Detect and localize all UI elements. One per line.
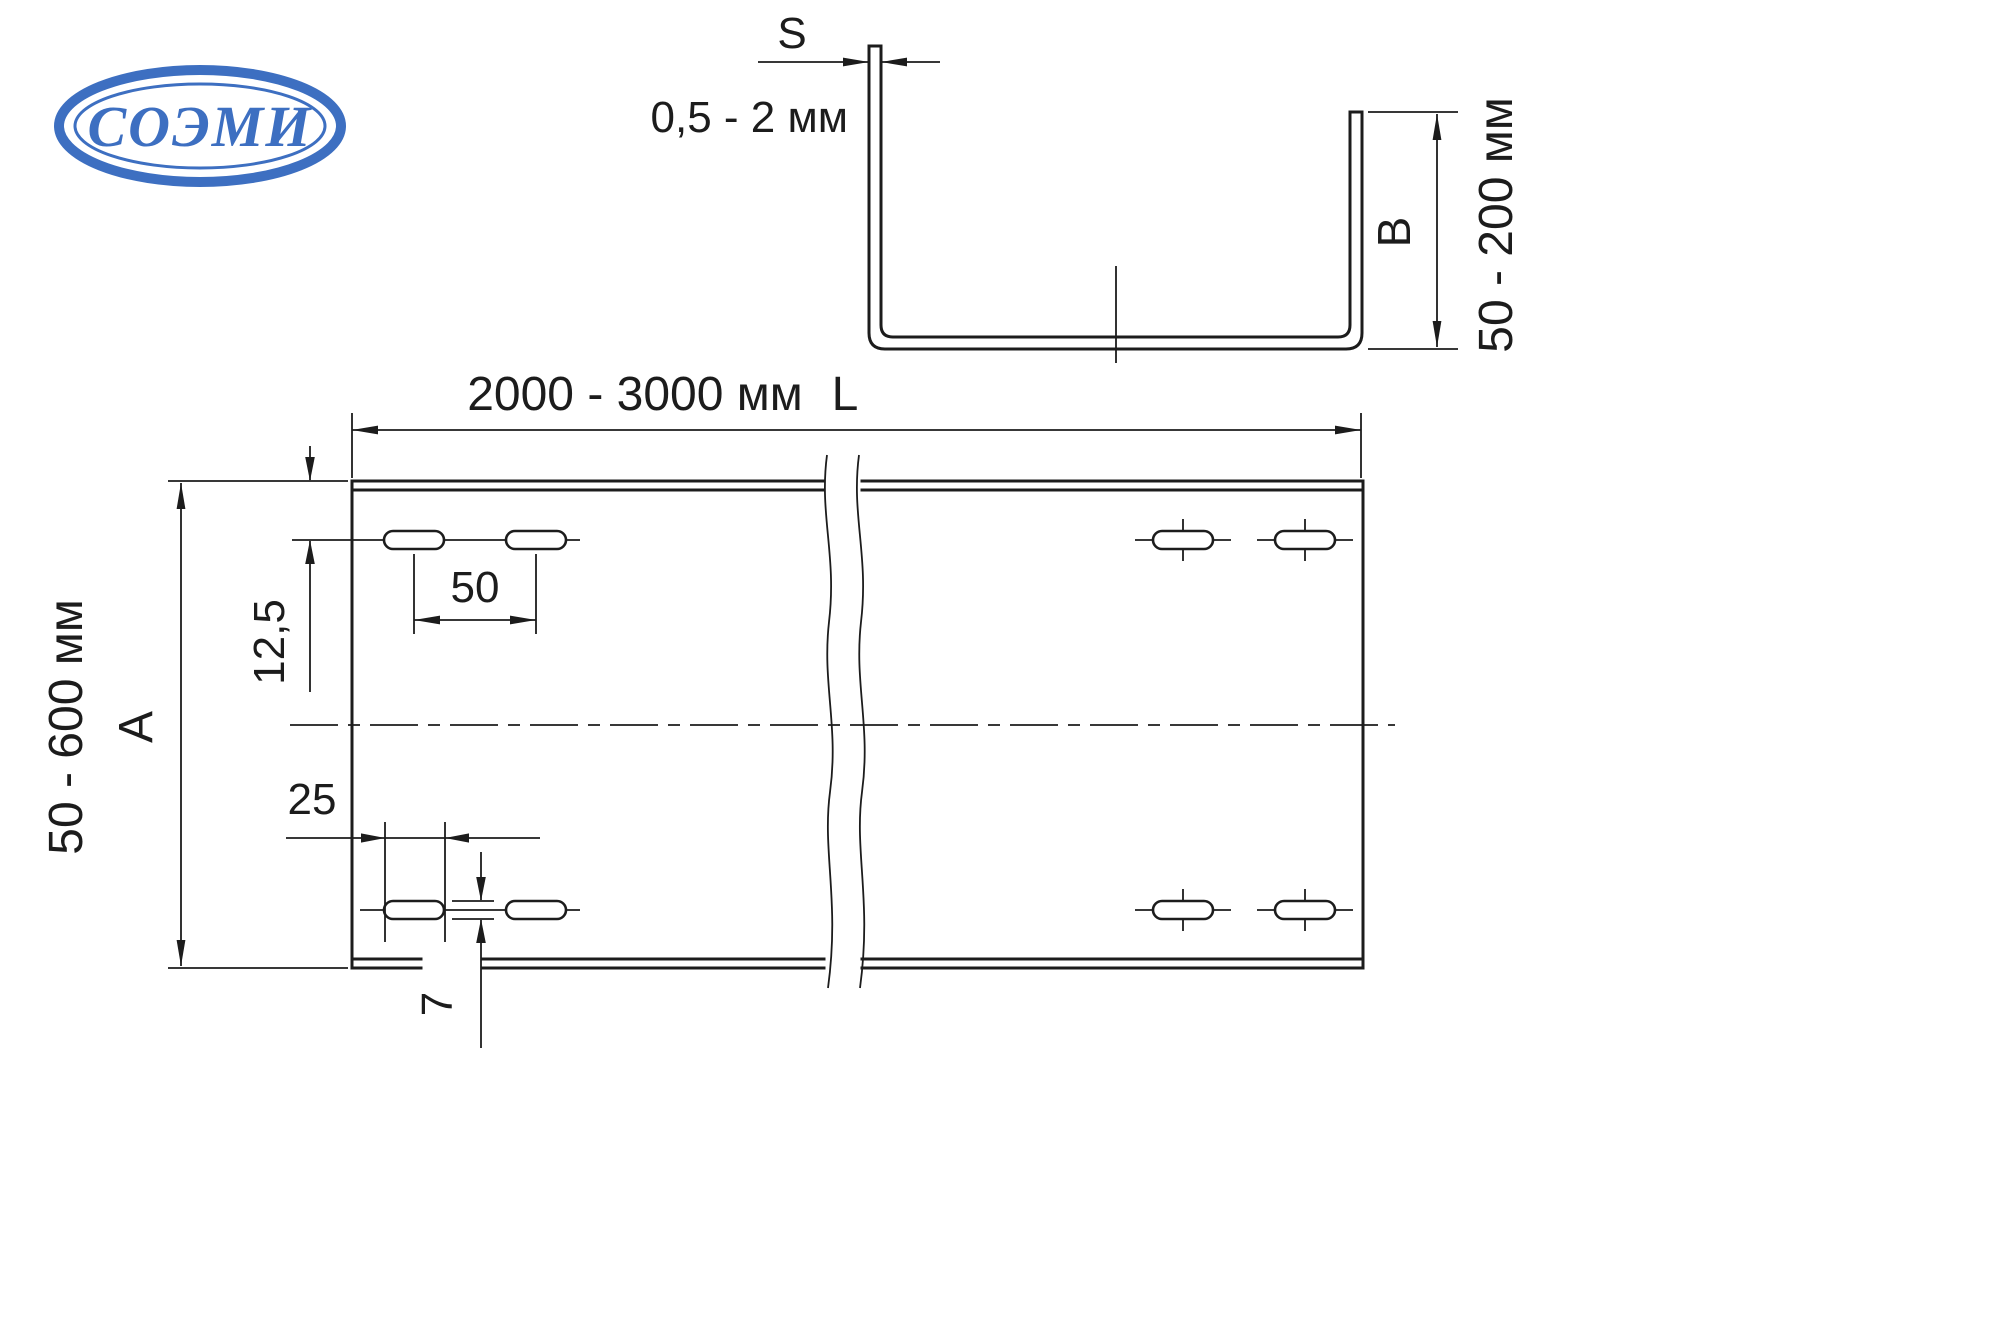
row-offset-arrow-up [305, 540, 315, 564]
pitch-dim-label: 50 [451, 563, 500, 612]
slot-hole [1151, 529, 1215, 551]
slot-hole [504, 529, 568, 551]
dimension-slot-pitch: 50 [413, 554, 537, 634]
slot-hole [1273, 529, 1337, 551]
soemi-logo: СОЭМИ [54, 65, 346, 187]
dimension-height: B 50 - 200 мм [1368, 97, 1523, 353]
group-offset-arrow-right [361, 833, 385, 843]
thickness-range-label: 0,5 - 2 мм [651, 93, 848, 142]
logo-inner-ellipse [73, 82, 327, 170]
width-range-label: 50 - 600 мм [40, 599, 93, 854]
dimension-group-offset: 25 [286, 775, 540, 942]
slot-width-arrow-up [476, 919, 486, 943]
slot-hole [382, 529, 446, 551]
width-symbol-label: A [110, 711, 163, 743]
dimension-slot-width: 7 [413, 852, 494, 1048]
dimension-width: A 50 - 600 мм [40, 480, 348, 969]
length-range-label: 2000 - 3000 мм [467, 368, 803, 421]
slot-hole [504, 899, 568, 921]
slot-width-arrow-down [476, 877, 486, 901]
dimension-thickness: S 0,5 - 2 мм [651, 9, 940, 142]
slotted-holes [382, 529, 1337, 921]
group-offset-arrow-left [445, 833, 469, 843]
length-symbol-label: L [832, 368, 859, 421]
logo-outer-ellipse [54, 65, 346, 187]
logo-text: СОЭМИ [87, 94, 312, 159]
plan-view: 2000 - 3000 мм L A 50 - 600 мм 50 12,5 [40, 368, 1395, 1048]
group-offset-label: 25 [288, 775, 337, 824]
right-slot-centerlines [1135, 519, 1353, 931]
slot-hole [1151, 899, 1215, 921]
thickness-symbol-label: S [777, 9, 806, 58]
height-symbol-label: B [1368, 217, 1420, 248]
dimension-length: 2000 - 3000 мм L [351, 368, 1362, 478]
slot-hole [1273, 899, 1337, 921]
dimension-row-offset: 12,5 [245, 446, 315, 692]
break-line-left [824, 454, 834, 989]
cross-section-view: S 0,5 - 2 мм B 50 - 200 мм [651, 9, 1523, 363]
height-range-label: 50 - 200 мм [1470, 97, 1523, 352]
row-offset-arrow-down [305, 457, 315, 481]
row-offset-label: 12,5 [245, 599, 294, 685]
slot-hole [382, 899, 446, 921]
break-line-right [856, 454, 866, 989]
slot-width-label: 7 [413, 992, 462, 1016]
